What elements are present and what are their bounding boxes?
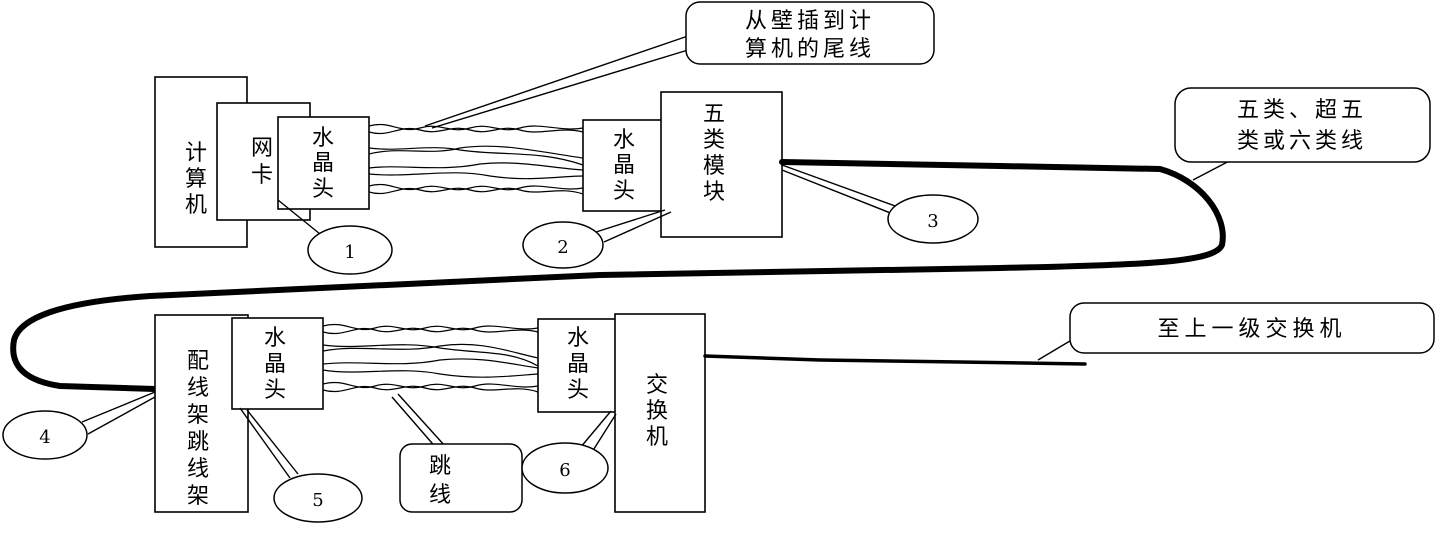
callout-jumper: 跳 线 xyxy=(391,393,523,513)
patch-panel-label-5: 线 xyxy=(187,457,209,482)
callout-jumper-line-1: 跳 xyxy=(429,454,451,479)
marker-4: 4 xyxy=(2,391,156,460)
callout-tail-cable-line-2: 算机的尾线 xyxy=(745,37,875,62)
rj45-bottom-right-label-3: 头 xyxy=(567,378,589,403)
switch-label-3: 机 xyxy=(646,425,668,450)
marker-4-label: 4 xyxy=(39,427,50,448)
callout-jumper-line-2: 线 xyxy=(429,483,451,508)
marker-3: 3 xyxy=(781,164,979,244)
computer-label-3: 机 xyxy=(185,193,207,218)
marker-5: 5 xyxy=(239,407,363,523)
nic-label-2: 卡 xyxy=(251,163,273,188)
switch-label-1: 交 xyxy=(646,373,668,398)
nic-label-1: 网 xyxy=(251,136,273,161)
rj45-top-right-label-3: 头 xyxy=(613,179,635,204)
patch-panel-label-6: 架 xyxy=(187,484,209,509)
rj45-top-right-label-2: 晶 xyxy=(613,153,635,178)
patch-panel-label-4: 跳 xyxy=(187,430,209,455)
rj45-bottom-left-label-1: 水 xyxy=(264,326,286,351)
computer-label-2: 算 xyxy=(185,167,207,192)
rj45-bottom-left-label-3: 头 xyxy=(264,378,286,403)
marker-3-label: 3 xyxy=(927,211,938,232)
callout-tail-cable: 从壁插到计 算机的尾线 xyxy=(424,1,935,129)
marker-2-label: 2 xyxy=(557,237,568,258)
callout-cable-type-line-1: 五类、超五 xyxy=(1237,98,1367,123)
marker-1: 1 xyxy=(277,199,393,275)
rj45-top-left-box: 水 晶 头 xyxy=(277,116,370,210)
rj45-bottom-right-label-2: 晶 xyxy=(567,352,589,377)
marker-6: 6 xyxy=(521,410,617,494)
switch-box: 交 换 机 xyxy=(614,313,706,513)
twisted-pairs-bottom xyxy=(322,324,539,393)
callout-cable-type-line-2: 类或六类线 xyxy=(1237,129,1367,154)
switch-label-2: 换 xyxy=(646,399,668,424)
marker-2: 2 xyxy=(522,209,672,269)
marker-6-label: 6 xyxy=(559,460,570,481)
callout-tail-cable-line-1: 从壁插到计 xyxy=(745,9,875,34)
cat5-module-label-4: 块 xyxy=(703,180,725,205)
rj45-top-right-label-1: 水 xyxy=(613,128,635,153)
cat5-module-label-1: 五 xyxy=(703,102,725,127)
marker-5-label: 5 xyxy=(312,490,323,511)
rj45-top-left-label-2: 晶 xyxy=(312,151,334,176)
rj45-bottom-right-label-1: 水 xyxy=(567,326,589,351)
cat5-module-label-2: 类 xyxy=(703,128,725,153)
rj45-top-right-box: 水 晶 头 xyxy=(582,119,666,212)
marker-1-label: 1 xyxy=(344,242,355,263)
cat5-module-label-3: 模 xyxy=(703,154,725,179)
horizontal-cable xyxy=(10,159,1226,392)
computer-label-1: 计 xyxy=(185,141,207,166)
callout-cable-type: 五类、超五 类或六类线 xyxy=(1174,87,1431,181)
rj45-bottom-right-box: 水 晶 头 xyxy=(537,318,620,413)
patch-panel-label-2: 线 xyxy=(187,376,209,401)
uplink-cable xyxy=(703,354,1087,366)
callout-uplink: 至上一级交换机 xyxy=(1037,302,1435,361)
callout-uplink-text: 至上一级交换机 xyxy=(1157,317,1346,342)
rj45-top-left-label-3: 头 xyxy=(312,177,334,202)
patch-panel-label-1: 配 xyxy=(187,349,209,374)
rj45-bottom-left-box: 水 晶 头 xyxy=(231,317,324,410)
twisted-pairs-top xyxy=(368,124,584,195)
rj45-top-left-label-1: 水 xyxy=(312,126,334,151)
cat5-module-box: 五 类 模 块 xyxy=(660,91,783,238)
rj45-bottom-left-label-2: 晶 xyxy=(264,352,286,377)
patch-panel-label-3: 架 xyxy=(187,403,209,428)
